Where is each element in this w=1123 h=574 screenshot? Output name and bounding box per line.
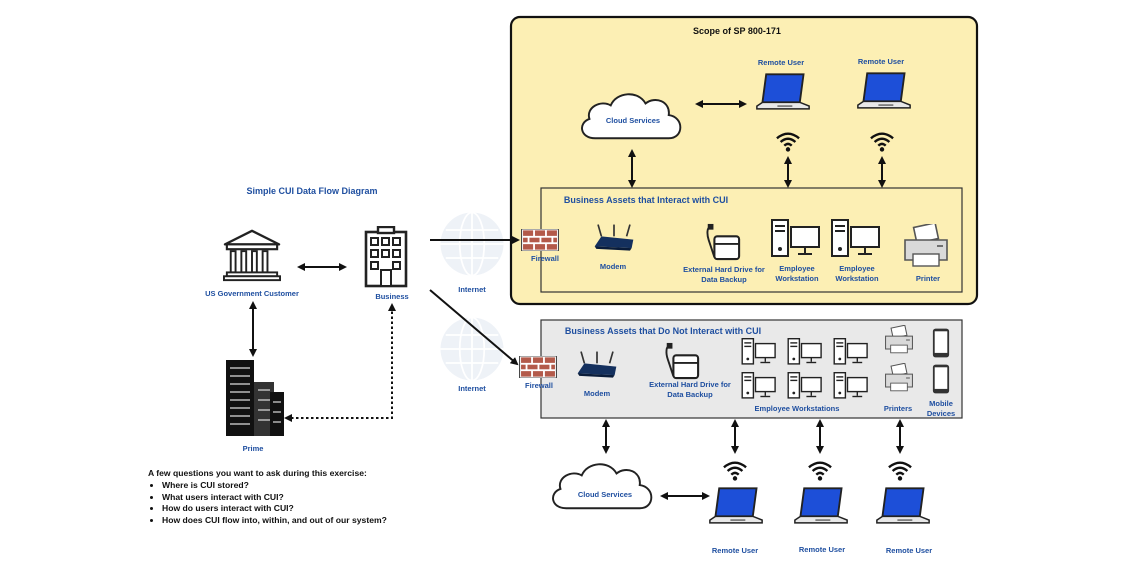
- remote-user-bottom-3-label: Remote User: [886, 546, 932, 555]
- us-government-customer-label: US Government Customer: [205, 289, 299, 298]
- business-building-icon: [364, 226, 408, 288]
- question-item: Where is CUI stored?: [162, 480, 468, 490]
- us-government-customer: US Government Customer: [205, 229, 299, 298]
- government-building-icon: [223, 229, 281, 282]
- remote-user-top-2: Remote User: [856, 57, 912, 153]
- cui-ws1-label-2: Workstation: [775, 274, 819, 283]
- laptop-icon: [708, 487, 764, 524]
- cui-modem-label: Modem: [600, 262, 627, 271]
- globe-icon: [439, 211, 505, 277]
- prime-business-dotted-arrow: [284, 303, 396, 422]
- laptop-icon: [856, 72, 912, 109]
- laptop-icon: [755, 73, 811, 110]
- skyscraper-icon: [225, 359, 285, 437]
- remote-user-top-1-label: Remote User: [758, 58, 804, 67]
- firewall-icon: [521, 229, 559, 251]
- remote-user-bottom-2-label: Remote User: [799, 545, 845, 554]
- internet-label-bottom: Internet: [458, 384, 486, 393]
- remote-user-top-1: Remote User: [755, 58, 811, 153]
- wifi-icon: [722, 461, 748, 482]
- noncui-hdd-label-2: Data Backup: [667, 390, 713, 399]
- remote-user-bottom-1-label: Remote User: [712, 546, 758, 555]
- question-item: What users interact with CUI?: [162, 492, 468, 502]
- cui-ws2-label-2: Workstation: [835, 274, 879, 283]
- business-label: Business: [375, 292, 408, 301]
- noncui-workstations-label: Employee Workstations: [755, 404, 840, 413]
- wifi-icon: [807, 461, 833, 482]
- cui-assets-title: Business Assets that Interact with CUI: [564, 195, 728, 205]
- wifi-icon: [887, 461, 913, 482]
- cui-hdd-label-1: External Hard Drive for: [683, 265, 765, 274]
- questions-list: Where is CUI stored? What users interact…: [148, 480, 468, 525]
- remote-user-bottom-1: Remote User: [708, 461, 764, 555]
- scope-title: Scope of SP 800-171: [693, 26, 781, 36]
- noncui-firewall-label: Firewall: [525, 381, 553, 390]
- remote-user-top-2-label: Remote User: [858, 57, 904, 66]
- noncui-mobile-label-2: Devices: [927, 409, 955, 418]
- question-item: How do users interact with CUI?: [162, 503, 468, 513]
- cloud-services-bottom-label: Cloud Services: [578, 490, 632, 499]
- remote-user-bottom-2: Remote User: [793, 461, 849, 554]
- questions-title: A few questions you want to ask during t…: [148, 468, 367, 478]
- mobile-phone-icon: [932, 328, 950, 358]
- noncui-modem-label: Modem: [584, 389, 611, 398]
- business-to-noncui-firewall-arrow: [429, 289, 519, 366]
- cloud-icon: [552, 463, 653, 510]
- firewall-icon: [519, 356, 557, 378]
- question-item: How does CUI flow into, within, and out …: [162, 515, 468, 525]
- prime-node: Prime: [225, 359, 285, 453]
- scope-boundary-box: [509, 15, 979, 306]
- cui-firewall-label: Firewall: [531, 254, 559, 263]
- cloud-services-top: Cloud Services: [581, 93, 682, 140]
- prime-label: Prime: [243, 444, 264, 453]
- noncui-hdd-label-1: External Hard Drive for: [649, 380, 731, 389]
- internet-label-top: Internet: [458, 285, 486, 294]
- laptop-icon: [875, 487, 931, 524]
- business-node: Business: [364, 226, 409, 301]
- diagram-title: Simple CUI Data Flow Diagram: [246, 186, 377, 196]
- cloud-services-bottom: Cloud Services: [552, 463, 653, 510]
- cui-ws1-label-1: Employee: [779, 264, 814, 273]
- cui-hdd-label-2: Data Backup: [701, 275, 747, 284]
- noncui-assets-title: Business Assets that Do Not Interact wit…: [565, 326, 761, 336]
- noncui-mobile-label-1: Mobile: [929, 399, 953, 408]
- remote-user-bottom-3: Remote User: [875, 461, 932, 555]
- questions-panel: A few questions you want to ask during t…: [148, 468, 468, 526]
- laptop-icon: [793, 487, 849, 524]
- cui-printer-label: Printer: [916, 274, 940, 283]
- cloud-services-top-label: Cloud Services: [606, 116, 660, 125]
- cui-ws2-label-1: Employee: [839, 264, 874, 273]
- noncui-printers-label: Printers: [884, 404, 912, 413]
- mobile-phone-icon: [932, 364, 950, 394]
